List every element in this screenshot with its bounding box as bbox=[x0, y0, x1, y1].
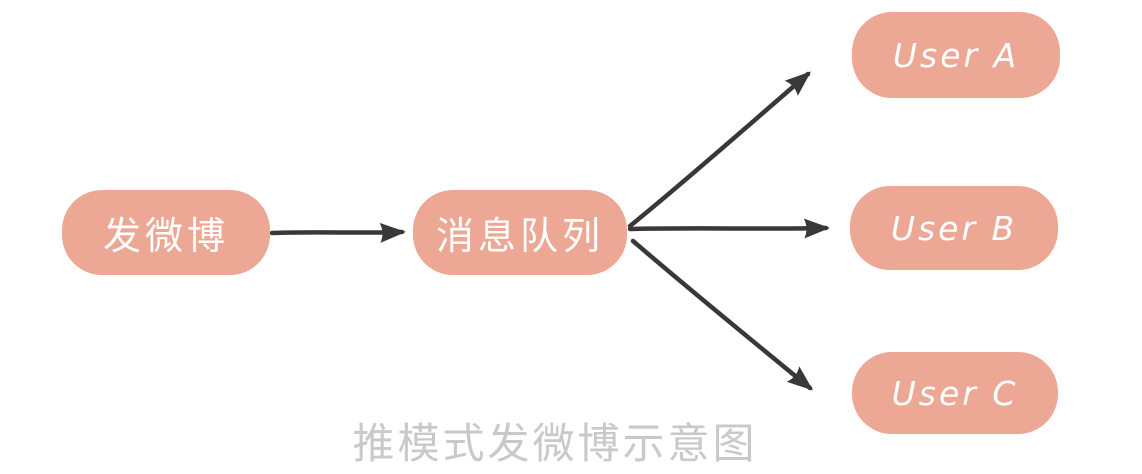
node-user-a-label: User A bbox=[892, 35, 1020, 75]
node-user-a: User A bbox=[852, 12, 1060, 98]
node-user-c: User C bbox=[852, 352, 1058, 434]
arrow-post-to-queue bbox=[269, 222, 406, 243]
node-user-c-label: User C bbox=[891, 373, 1019, 413]
node-post-weibo-label: 发微博 bbox=[102, 214, 229, 258]
diagram-caption: 推模式发微博示意图 bbox=[352, 419, 758, 468]
node-message-queue-label: 消息队列 bbox=[435, 214, 604, 258]
arrow-queue-to-userB bbox=[627, 218, 830, 239]
node-post-weibo: 发微博 bbox=[62, 190, 270, 275]
arrow-queue-to-userC bbox=[630, 238, 814, 391]
arrow-queue-to-userA bbox=[627, 71, 812, 229]
node-message-queue: 消息队列 bbox=[413, 190, 627, 275]
node-user-b-label: User B bbox=[890, 208, 1018, 248]
node-user-b: User B bbox=[850, 186, 1058, 270]
